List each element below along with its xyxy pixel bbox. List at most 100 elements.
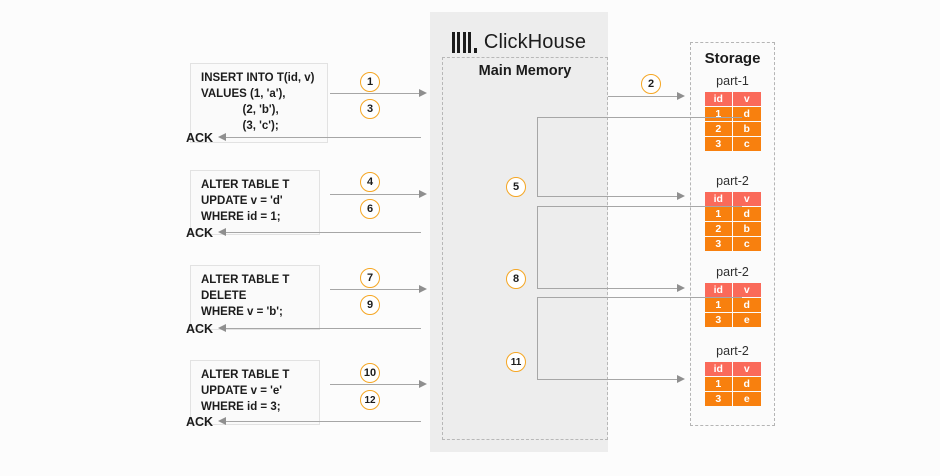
clickhouse-brand: ClickHouse: [430, 29, 608, 55]
cell-v: e: [733, 313, 761, 327]
column-header: id: [704, 362, 732, 376]
storage-title: Storage: [704, 50, 761, 67]
cell-v: d: [733, 377, 761, 391]
ack-label: ACK: [186, 226, 214, 240]
table-row: 2 b: [704, 222, 761, 236]
ack-arrow: [218, 417, 226, 425]
part-table: id v 1 d 2 b 3 c: [704, 91, 762, 152]
merge-arrow: [677, 284, 685, 292]
brand-name: ClickHouse: [483, 30, 587, 53]
step-marker: 2: [641, 74, 661, 94]
merge-arrow: [677, 192, 685, 200]
ack-arrow: [218, 324, 226, 332]
request-arrow: [419, 190, 427, 198]
column-header: id: [704, 283, 732, 297]
merge-bottom-line: [537, 196, 678, 197]
request-arrow: [419, 380, 427, 388]
cell-v: c: [733, 237, 761, 251]
cell-id: 3: [704, 392, 732, 406]
merge-top-line: [537, 297, 742, 298]
merge-arrow: [677, 375, 685, 383]
cell-id: 1: [704, 207, 732, 221]
merge-top-line: [537, 206, 742, 207]
column-header: v: [733, 192, 761, 206]
cell-v: d: [733, 107, 761, 121]
part-label: part-2: [716, 344, 749, 358]
step-marker: 1: [360, 72, 380, 92]
table-row: 1 d: [704, 107, 761, 121]
clickhouse-bars-logo: [451, 31, 477, 53]
request-line: [330, 384, 420, 385]
merge-side-line: [537, 206, 538, 288]
write-arrow: [677, 92, 685, 100]
sql-statement-block: ALTER TABLE T DELETE WHERE v = 'b';: [190, 265, 320, 330]
cell-id: 2: [704, 222, 732, 236]
table-row: 1 d: [704, 377, 761, 391]
cell-v: b: [733, 122, 761, 136]
cell-v: e: [733, 392, 761, 406]
storage-part: part-2 id v 1 d 2 b 3 c: [690, 174, 775, 252]
request-line: [330, 289, 420, 290]
table-row: 3 e: [704, 313, 761, 327]
main-memory-box: [442, 57, 608, 440]
part-table: id v 1 d 2 b 3 c: [704, 191, 762, 252]
step-marker two: 10: [360, 363, 380, 383]
cell-id: 3: [704, 137, 732, 151]
ack-line: [226, 421, 421, 422]
ack-label: ACK: [186, 415, 214, 429]
sql-statement-block: ALTER TABLE T UPDATE v = 'e' WHERE id = …: [190, 360, 320, 425]
column-header: v: [733, 92, 761, 106]
cell-id: 1: [704, 107, 732, 121]
request-arrow: [419, 285, 427, 293]
step-marker: 3: [360, 99, 380, 119]
storage-part: part-2 id v 1 d 3 e: [690, 265, 775, 328]
cell-v: d: [733, 298, 761, 312]
step-marker: 11: [506, 352, 526, 372]
step-marker: 7: [360, 268, 380, 288]
column-header: id: [704, 192, 732, 206]
merge-bottom-line: [537, 379, 678, 380]
storage-box: [690, 42, 775, 426]
ack-line: [226, 328, 421, 329]
merge-bottom-line: [537, 288, 678, 289]
cell-id: 3: [704, 237, 732, 251]
storage-part: part-1 id v 1 d 2 b 3 c: [690, 74, 775, 152]
step-marker: 5: [506, 177, 526, 197]
column-header: v: [733, 362, 761, 376]
column-header: id: [704, 92, 732, 106]
step-marker: 6: [360, 199, 380, 219]
cell-id: 1: [704, 298, 732, 312]
ack-label: ACK: [186, 322, 214, 336]
table-row: 1 d: [704, 298, 761, 312]
ack-arrow: [218, 133, 226, 141]
sql-statement-block: ALTER TABLE T UPDATE v = 'd' WHERE id = …: [190, 170, 320, 235]
cell-v: d: [733, 207, 761, 221]
part-table: id v 1 d 3 e: [704, 361, 762, 407]
ack-label: ACK: [186, 131, 214, 145]
part-label: part-2: [716, 174, 749, 188]
step-marker: 8: [506, 269, 526, 289]
merge-side-line: [537, 297, 538, 380]
part-label: part-1: [716, 74, 749, 88]
cell-id: 1: [704, 377, 732, 391]
request-arrow: [419, 89, 427, 97]
cell-v: c: [733, 137, 761, 151]
request-line: [330, 194, 420, 195]
cell-v: b: [733, 222, 761, 236]
table-row: 3 c: [704, 137, 761, 151]
request-line: [330, 93, 420, 94]
merge-top-line: [537, 117, 742, 118]
step-marker: 12: [360, 390, 380, 410]
part-label: part-2: [716, 265, 749, 279]
clickhouse-panel: [430, 12, 608, 452]
ack-line: [226, 137, 421, 138]
merge-side-line: [537, 117, 538, 197]
table-row: 3 e: [704, 392, 761, 406]
table-row: 3 c: [704, 237, 761, 251]
table-row: 2 b: [704, 122, 761, 136]
step-marker: 4: [360, 172, 380, 192]
storage-part: part-2 id v 1 d 3 e: [690, 344, 775, 407]
table-row: 1 d: [704, 207, 761, 221]
part-table: id v 1 d 3 e: [704, 282, 762, 328]
